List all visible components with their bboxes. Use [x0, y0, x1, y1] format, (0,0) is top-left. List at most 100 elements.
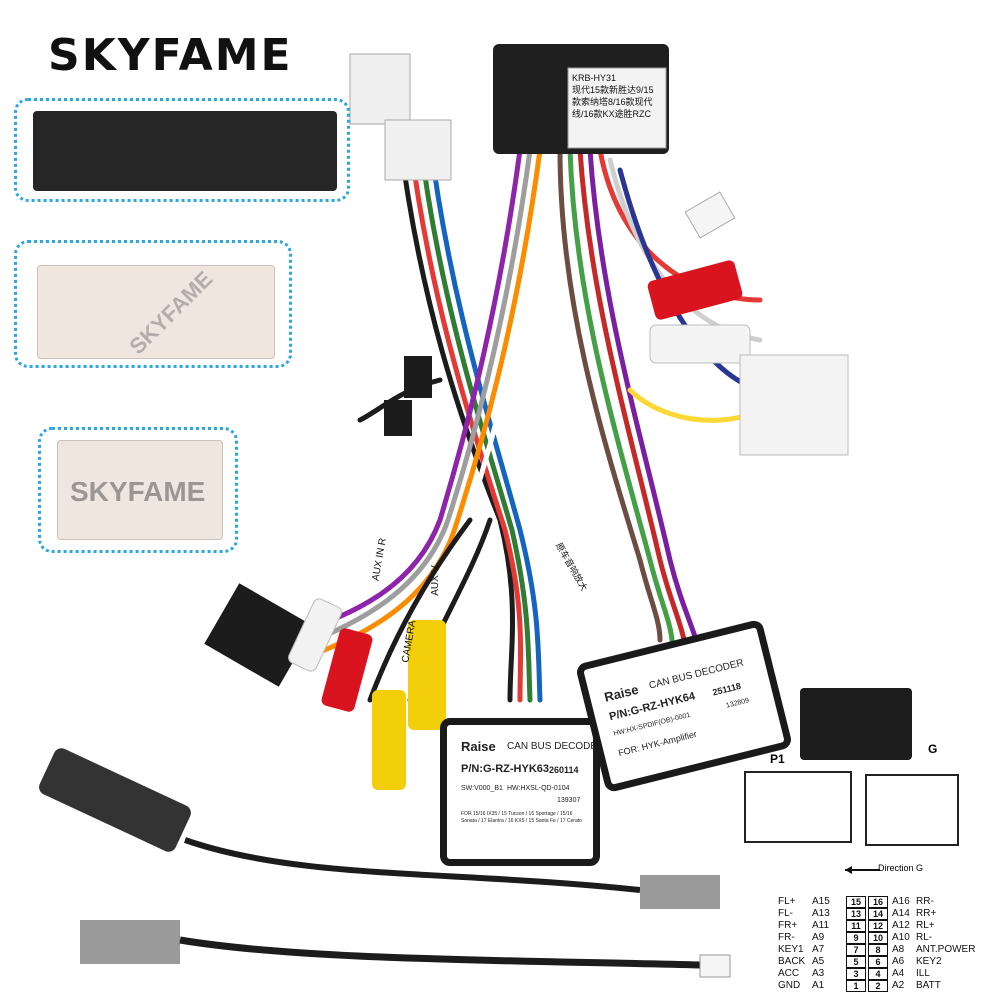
pin-left-code: A13 — [812, 908, 830, 919]
brand-logo: SKYFAME — [48, 30, 293, 81]
watermark: SKYFAME — [70, 476, 206, 507]
tag-aux-v: AUX-V — [429, 565, 441, 596]
pin-right-code: A6 — [892, 956, 905, 967]
p1-label: P1 — [770, 752, 785, 766]
wire-bundle — [277, 137, 763, 703]
pin-left-code: A7 — [812, 944, 825, 955]
pin-right-code: A4 — [892, 968, 905, 979]
grey-plug-bottom — [80, 920, 180, 964]
pin-right-number: 6 — [868, 956, 888, 968]
pin-right-name: KEY2 — [916, 956, 942, 967]
decoder-hw: HW:HXSL-QD-0104 — [507, 785, 570, 792]
antenna-adapter — [39, 748, 191, 852]
decoder-pn: P/N:G-RZ-HYK63 — [461, 763, 550, 775]
white-connector-right — [739, 354, 849, 456]
pin-right-name: ILL — [916, 968, 930, 979]
pin-right-code: A10 — [892, 932, 910, 943]
pin-left-name: FR+ — [778, 920, 798, 931]
pin-right-number: 8 — [868, 944, 888, 956]
white-connector-small — [384, 119, 452, 181]
small-black-connector-2 — [384, 400, 412, 436]
pin-right-code: A14 — [892, 908, 910, 919]
pin-right-number: 10 — [868, 932, 888, 944]
pin-right-name: RR- — [916, 896, 934, 907]
main-connector-label — [567, 67, 667, 149]
grey-cable — [179, 936, 701, 969]
pin-right-number: 14 — [868, 908, 888, 920]
pin-left-name: FR- — [778, 932, 795, 943]
rca-yellow-aux — [408, 620, 446, 730]
g-connector-drawing — [865, 774, 959, 846]
antenna-plug — [640, 875, 720, 909]
pin-left-number: 9 — [846, 932, 866, 944]
black-connector-face — [33, 111, 337, 191]
pin-left-code: A3 — [812, 968, 825, 979]
pin-left-number: 11 — [846, 920, 866, 932]
small-black-connector — [404, 356, 432, 398]
connector-photo-1 — [14, 98, 350, 202]
main-connector-label-text: KRB-HY31 现代15款新胜达9/15 款索纳塔8/16款现代 线/16款K… — [572, 72, 666, 120]
antenna-cable — [184, 837, 641, 893]
small-white-jst — [699, 954, 731, 978]
black-16pin-connector — [800, 688, 912, 760]
decoder-sw: SW:V000_B1 — [461, 785, 503, 792]
pin-right-number: 4 — [868, 968, 888, 980]
white-connector-face-small — [57, 440, 223, 540]
pin-left-number: 1 — [846, 980, 866, 992]
connector-label-line: 线/16款KX途胜RZC — [572, 109, 652, 119]
rca-red-right — [647, 260, 743, 320]
white-connector-face — [37, 265, 275, 359]
pin-right-code: A16 — [892, 896, 910, 907]
pin-left-name: FL+ — [778, 896, 796, 907]
connector-photo-3 — [38, 427, 238, 553]
pin-left-name: BACK — [778, 956, 806, 967]
rca-red-left — [321, 628, 373, 712]
rca-yellow-camera — [372, 690, 406, 790]
g-label: G — [928, 742, 938, 756]
pin-left-name: ACC — [778, 968, 800, 979]
p1-connector-drawing — [744, 771, 852, 843]
decoder-serial: 139307 — [557, 797, 581, 804]
connector-label-line: 现代15款新胜达9/15 — [572, 85, 654, 95]
pin-left-code: A9 — [812, 932, 825, 943]
decoder-code: 251118 — [711, 680, 743, 698]
decoder-serial: 132809 — [725, 697, 750, 710]
pin-right-code: A2 — [892, 980, 905, 991]
decoder-brand: Raise — [461, 739, 496, 754]
black-connector-bottom — [204, 583, 314, 687]
pin-right-code: A12 — [892, 920, 910, 931]
decoder-fine-print: FOR 15/16 IX35 / 15 Tucson / 16 Sportage… — [461, 811, 582, 824]
pin-left-code: A11 — [812, 920, 830, 931]
pin-right-name: BATT — [916, 980, 941, 991]
pin-right-number: 16 — [868, 896, 888, 908]
white-connector-top — [349, 53, 411, 125]
pin-left-number: 7 — [846, 944, 866, 956]
rca-white-right — [649, 324, 751, 364]
pin-right-code: A8 — [892, 944, 905, 955]
pin-right-number: 2 — [868, 980, 888, 992]
decoder-code: 260114 — [549, 765, 579, 775]
pin-right-name: ANT.POWER — [916, 944, 976, 955]
connector-label-line: 款索纳塔8/16款现代 — [572, 97, 653, 107]
pin-left-number: 15 — [846, 896, 866, 908]
pin-left-name: GND — [778, 980, 801, 991]
decoder-brand: Raise — [602, 681, 641, 705]
pin-right-number: 12 — [868, 920, 888, 932]
pin-left-code: A1 — [812, 980, 825, 991]
rca-white-left — [288, 598, 342, 672]
pin-right-name: RL+ — [916, 920, 935, 931]
connector-photo-2 — [14, 240, 292, 368]
pin-left-number: 3 — [846, 968, 866, 980]
pin-left-name: KEY1 — [778, 944, 804, 955]
connector-label-line: KRB-HY31 — [572, 73, 617, 83]
pin-left-number: 5 — [846, 956, 866, 968]
pin-left-code: A15 — [812, 896, 830, 907]
small-white-plug — [684, 191, 736, 239]
pin-left-code: A5 — [812, 956, 825, 967]
pin-right-name: RR+ — [916, 908, 937, 919]
pin-right-name: RL- — [916, 932, 933, 943]
direction-label: Direction G — [878, 863, 924, 873]
pin-left-name: FL- — [778, 908, 793, 919]
